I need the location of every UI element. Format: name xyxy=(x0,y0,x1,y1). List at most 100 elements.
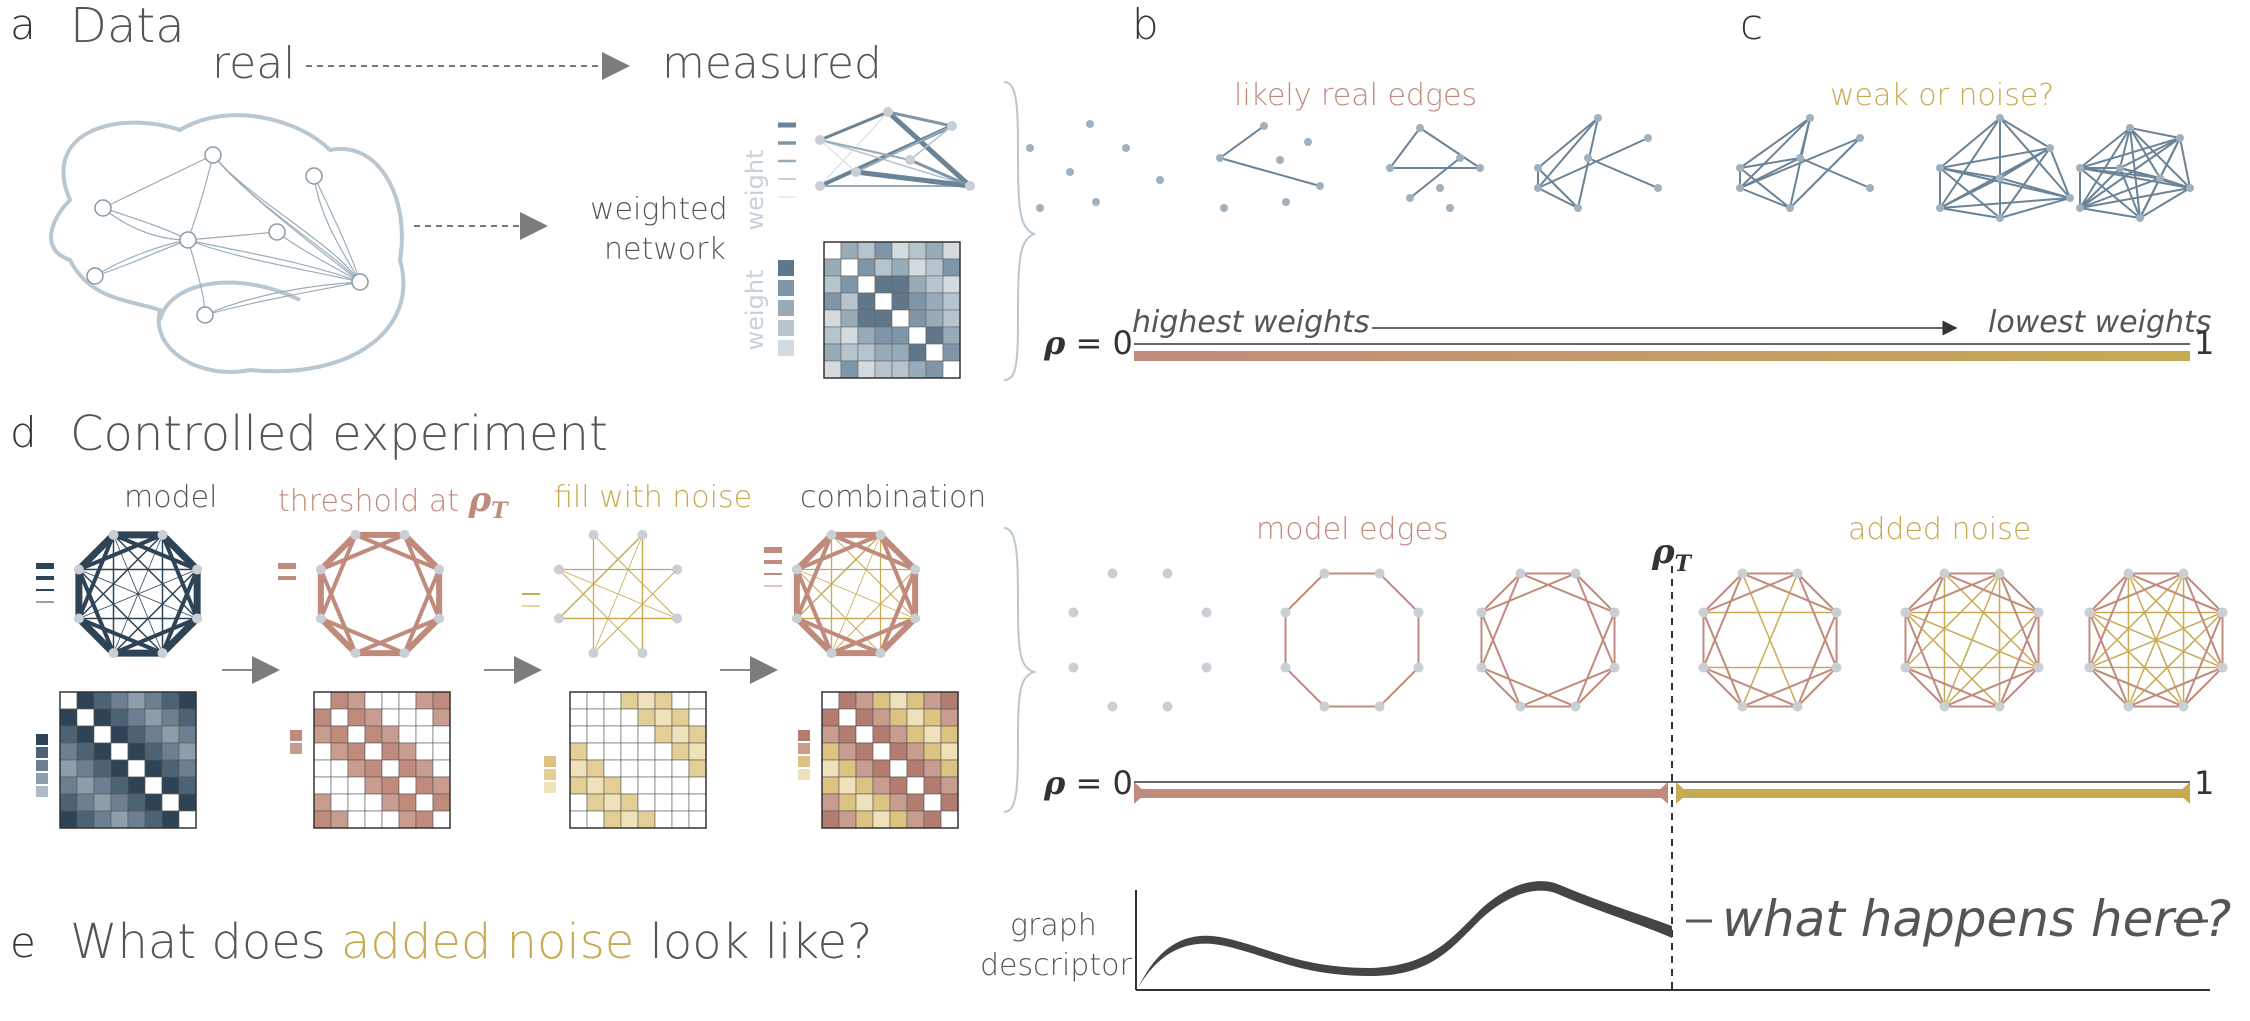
matrix-cell xyxy=(821,793,840,812)
network-edge xyxy=(1739,117,1811,189)
matrix-cell xyxy=(654,708,673,727)
matrix-cell xyxy=(857,326,876,345)
matrix-cell xyxy=(906,708,925,727)
matrix-cell xyxy=(925,258,944,277)
matrix-cell xyxy=(857,241,876,260)
matrix-cell xyxy=(603,725,622,744)
network-edge xyxy=(1939,147,2051,169)
brain-illustration xyxy=(49,113,406,374)
matrix-cell xyxy=(178,742,197,761)
network-edge xyxy=(1739,117,1811,169)
network-edge xyxy=(2129,127,2161,179)
matrix-cell xyxy=(908,275,927,294)
model-edge xyxy=(402,534,441,620)
matrix-cell xyxy=(908,258,927,277)
matrix-cell xyxy=(872,776,891,795)
progressive-networks xyxy=(1026,114,2194,222)
matrix-cell xyxy=(889,793,908,812)
network-node xyxy=(1936,164,1944,172)
octagon-node xyxy=(1900,662,1911,673)
matrix-weight-legend xyxy=(36,760,48,771)
matrix-cell xyxy=(144,810,163,829)
noise-edge xyxy=(2088,572,2185,669)
model-edge xyxy=(113,534,163,654)
matrix-cell xyxy=(603,691,622,710)
network-edge xyxy=(1939,177,2001,209)
matrix-cell xyxy=(398,810,417,829)
model-edge xyxy=(78,534,164,620)
matrix-cell xyxy=(178,725,197,744)
matrix-cell xyxy=(432,776,451,795)
model-edge xyxy=(1998,572,2040,614)
matrix-cell xyxy=(654,691,673,710)
network-node xyxy=(2066,194,2074,202)
noise-edge xyxy=(796,569,916,619)
network-edge xyxy=(1739,167,1791,209)
matrix-cell xyxy=(823,343,842,362)
noise-edge xyxy=(796,569,881,654)
matrix-cell xyxy=(59,742,78,761)
matrix-cell xyxy=(872,708,891,727)
matrix-cell xyxy=(415,691,434,710)
matrix-cell xyxy=(76,793,95,812)
matrix-cell xyxy=(110,776,129,795)
matrix-cell xyxy=(925,241,944,260)
matrix-cell xyxy=(821,759,840,778)
matrix-cell xyxy=(823,309,842,328)
matrix-cell xyxy=(857,258,876,277)
matrix-cell xyxy=(569,810,588,829)
octagon-node xyxy=(399,529,410,540)
network-edge xyxy=(2129,127,2181,139)
octagon-node xyxy=(1939,701,1950,712)
octagon-node xyxy=(1476,662,1487,673)
noise-edge xyxy=(593,534,678,619)
matrix-cell xyxy=(93,793,112,812)
matrix-cell xyxy=(889,810,908,829)
octagon-node xyxy=(1319,701,1330,712)
matrix-cell xyxy=(925,292,944,311)
model-edge xyxy=(1796,666,1838,708)
matrix-cell xyxy=(923,708,942,727)
matrix-cell xyxy=(654,725,673,744)
network-edge xyxy=(1219,125,1265,159)
matrix-cell xyxy=(398,691,417,710)
matrix-cell xyxy=(889,759,908,778)
network-node xyxy=(1866,184,1874,192)
network-node xyxy=(1786,204,1794,212)
model-edge xyxy=(830,533,916,572)
octagon-node xyxy=(108,648,119,659)
matrix-cell xyxy=(838,776,857,795)
model-edge xyxy=(1378,666,1420,708)
network-node xyxy=(1456,154,1464,162)
matrix-cell xyxy=(381,776,400,795)
matrix-weight-legend xyxy=(798,730,810,741)
matrix-cell xyxy=(127,708,146,727)
network-edge xyxy=(1999,117,2071,199)
model-edge xyxy=(2089,572,2184,614)
matrix-cell xyxy=(398,759,417,778)
octagon-node xyxy=(1609,662,1620,673)
matrix-cell xyxy=(906,776,925,795)
matrix-cell xyxy=(889,742,908,761)
network-node xyxy=(1856,134,1864,142)
matrix-cell xyxy=(872,742,891,761)
model-edge xyxy=(1905,666,2000,708)
matrix-cell xyxy=(874,343,893,362)
matrix-cell xyxy=(823,326,842,345)
matrix-cell xyxy=(59,725,78,744)
matrix-cell xyxy=(330,776,349,795)
noise-edge xyxy=(2127,573,2185,707)
matrix-cell xyxy=(620,759,639,778)
matrix-cell xyxy=(144,793,163,812)
matrix-cell xyxy=(925,309,944,328)
octagon-node xyxy=(399,648,410,659)
network-edge xyxy=(1999,117,2051,149)
octagon-node xyxy=(157,648,168,659)
matrix-cell xyxy=(857,292,876,311)
rho-gradient-bar xyxy=(1134,351,2190,361)
noise-edge xyxy=(1943,572,2040,669)
pipeline-matrices xyxy=(36,691,959,829)
matrix-cell xyxy=(906,810,925,829)
matrix-cell xyxy=(569,793,588,812)
matrix-cell xyxy=(891,275,910,294)
